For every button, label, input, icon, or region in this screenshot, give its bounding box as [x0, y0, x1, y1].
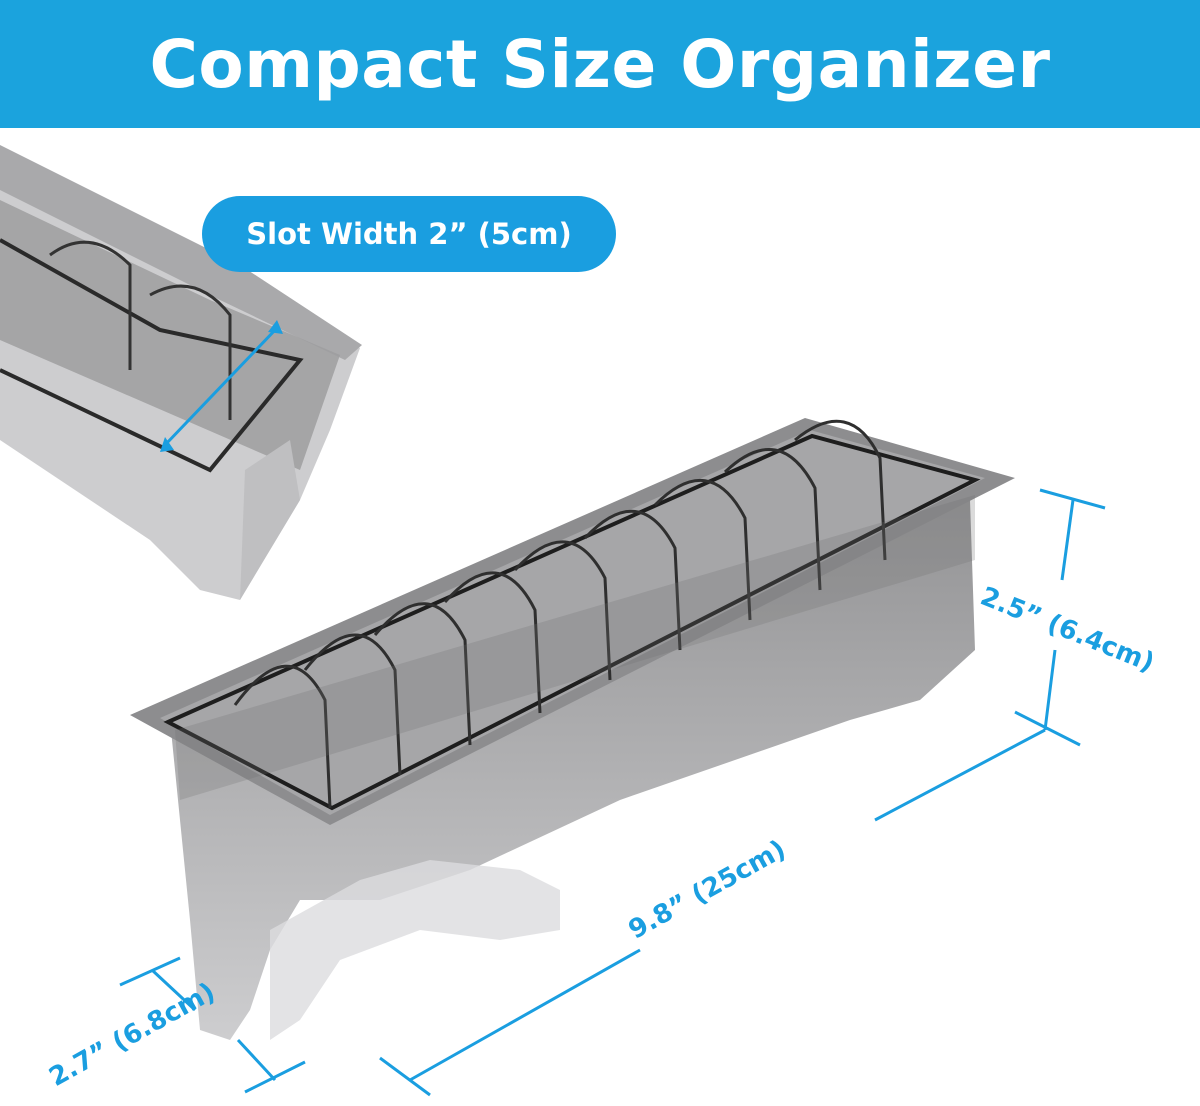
dimension-lines	[119, 488, 1106, 1097]
page-title: Compact Size Organizer	[149, 25, 1051, 103]
main-organizer	[130, 418, 1015, 1040]
closeup-view	[0, 145, 362, 600]
title-banner: Compact Size Organizer	[0, 0, 1200, 128]
slot-width-callout: Slot Width 2” (5cm)	[202, 196, 616, 272]
